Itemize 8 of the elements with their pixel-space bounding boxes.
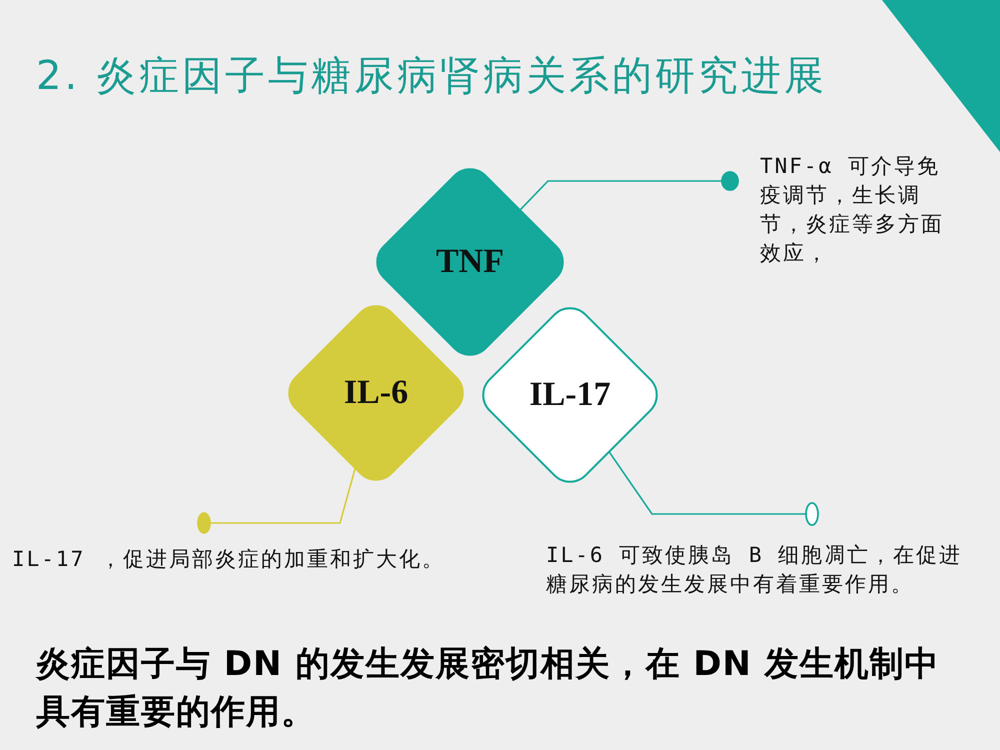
summary-text: 炎症因子与 DN 的发生发展密切相关，在 DN 发生机制中具有重要的作用。	[36, 643, 941, 734]
annotation-text: TNF-α 可介导免疫调节，生长调节，炎症等多方面效应，	[760, 153, 945, 267]
diamond-label: TNF	[436, 243, 504, 281]
diamond-label: IL-17	[529, 376, 611, 414]
annotation-text: IL-17 ，促进局部炎症的加重和扩大化。	[12, 546, 446, 573]
annotation-text: IL-6 可致使胰岛 B 细胞凋亡，在促进糖尿病的发生发展中有着重要作用。	[546, 542, 964, 598]
diamond-label: IL-6	[344, 374, 408, 412]
title: 2. 炎症因子与糖尿病肾病关系的研究进展	[36, 52, 827, 101]
